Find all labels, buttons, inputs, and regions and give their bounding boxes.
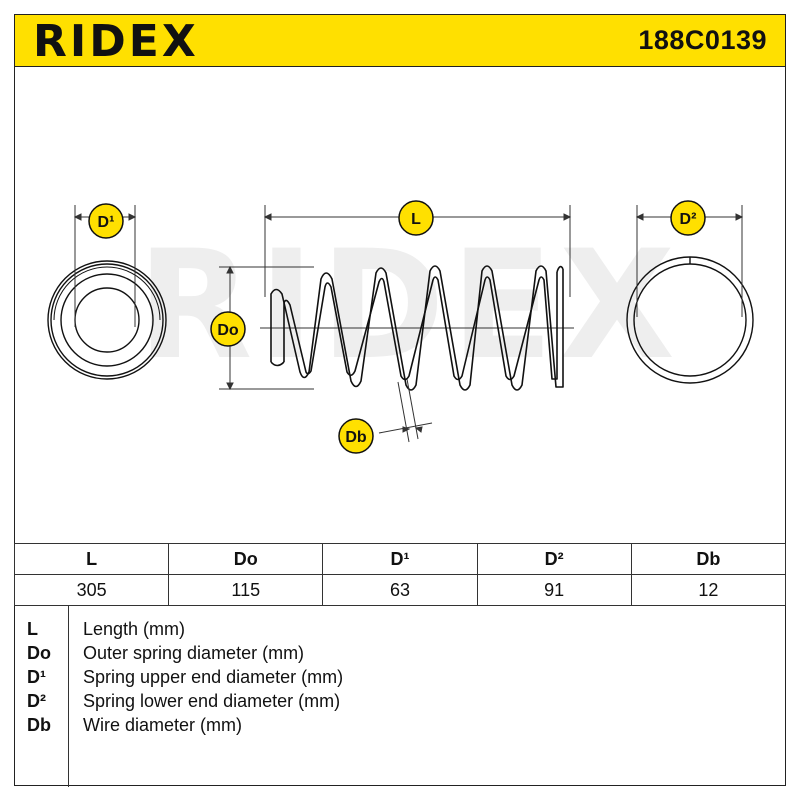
legend-item: Db Wire diameter (mm) xyxy=(14,715,786,739)
brand-logo: RIDEX xyxy=(33,16,199,67)
d2-dimension xyxy=(635,205,744,317)
specs-header-cell: D¹ xyxy=(322,543,478,575)
legend-key: L xyxy=(27,619,38,639)
d2-label: D² xyxy=(680,211,697,228)
legend-item: D¹ Spring upper end diameter (mm) xyxy=(14,667,786,691)
length-label-badge: L xyxy=(398,200,434,236)
legend-text: Spring lower end diameter (mm) xyxy=(83,691,341,711)
d1-label: D¹ xyxy=(98,214,115,231)
wire-diameter-label-badge: Db xyxy=(338,418,374,454)
specs-table: L Do D¹ D² Db 305 115 63 91 12 xyxy=(13,543,787,606)
legend-item: L Length (mm) xyxy=(14,619,786,643)
legend-key: Do xyxy=(27,643,51,663)
watermark-logo: RIDEX xyxy=(137,219,681,393)
legend-item: D² Spring lower end diameter (mm) xyxy=(14,691,786,715)
specs-header-cell: D² xyxy=(476,543,632,575)
legend-key: D² xyxy=(27,691,46,711)
outer-diameter-label-badge: Do xyxy=(210,311,246,347)
spring-drawing: RIDEX xyxy=(47,200,754,454)
d1-label-badge: D¹ xyxy=(88,203,124,239)
specs-header-cell: Db xyxy=(630,543,787,575)
outer-diameter-label: Do xyxy=(217,322,239,339)
wire-diameter-label: Db xyxy=(345,429,367,446)
legend-divider xyxy=(68,606,69,787)
legend-item: Do Outer spring diameter (mm) xyxy=(14,643,786,667)
header-bar: RIDEX 188C0139 xyxy=(14,14,786,67)
length-label: L xyxy=(411,211,421,228)
legend-text: Outer spring diameter (mm) xyxy=(83,643,305,663)
legend: L Length (mm) Do Outer spring diameter (… xyxy=(14,605,786,787)
wire-diameter-dimension xyxy=(378,378,433,443)
d2-label-badge: D² xyxy=(670,200,706,236)
specs-value-row: 305 115 63 91 12 xyxy=(13,574,787,606)
legend-text: Length (mm) xyxy=(83,619,186,639)
spring-diagram: RIDEX xyxy=(14,67,786,543)
legend-text: Wire diameter (mm) xyxy=(83,715,243,735)
specs-value-cell: 63 xyxy=(322,574,478,606)
part-number: 188C0139 xyxy=(638,25,767,55)
lower-end-view xyxy=(626,256,754,384)
length-dimension xyxy=(263,205,572,297)
specs-header-row: L Do D¹ D² Db xyxy=(13,543,787,575)
specs-value-cell: 305 xyxy=(13,574,170,606)
specs-header-cell: Do xyxy=(168,543,324,575)
specs-value-cell: 12 xyxy=(630,574,787,606)
specs-header-cell: L xyxy=(13,543,170,575)
specs-value-cell: 115 xyxy=(168,574,324,606)
legend-key: Db xyxy=(27,715,51,735)
spring-coils xyxy=(270,265,564,391)
legend-key: D¹ xyxy=(27,667,46,687)
specs-value-cell: 91 xyxy=(476,574,632,606)
legend-text: Spring upper end diameter (mm) xyxy=(83,667,344,687)
